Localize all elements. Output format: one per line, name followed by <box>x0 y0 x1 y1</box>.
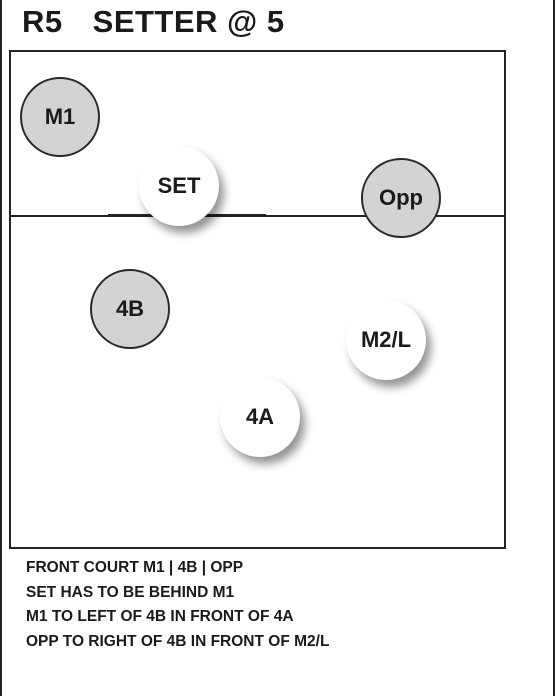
player-4b: 4B <box>90 269 170 349</box>
rotation-label: R5 <box>22 4 63 39</box>
diagram-title: R5 SETTER @ 5 <box>22 4 285 40</box>
player-opposite: Opp <box>361 158 441 238</box>
player-4a: 4A <box>220 377 300 457</box>
player-m1: M1 <box>20 77 100 157</box>
note-item: OPP TO RIGHT OF 4B IN FRONT OF M2/L <box>26 632 330 650</box>
note-item: FRONT COURT M1 | 4B | OPP <box>26 559 244 576</box>
formation-label: SETTER @ 5 <box>92 4 285 39</box>
note-item: M1 TO LEFT OF 4B IN FRONT OF 4A <box>26 608 294 625</box>
note-item: SET HAS TO BE BEHIND M1 <box>26 583 235 601</box>
rotation-notes: FRONT COURT M1 | 4B | OPP SET HAS TO BE … <box>26 556 329 654</box>
volleyball-court <box>9 50 506 549</box>
player-setter: SET <box>139 146 219 226</box>
player-m2-libero: M2/L <box>346 300 426 380</box>
